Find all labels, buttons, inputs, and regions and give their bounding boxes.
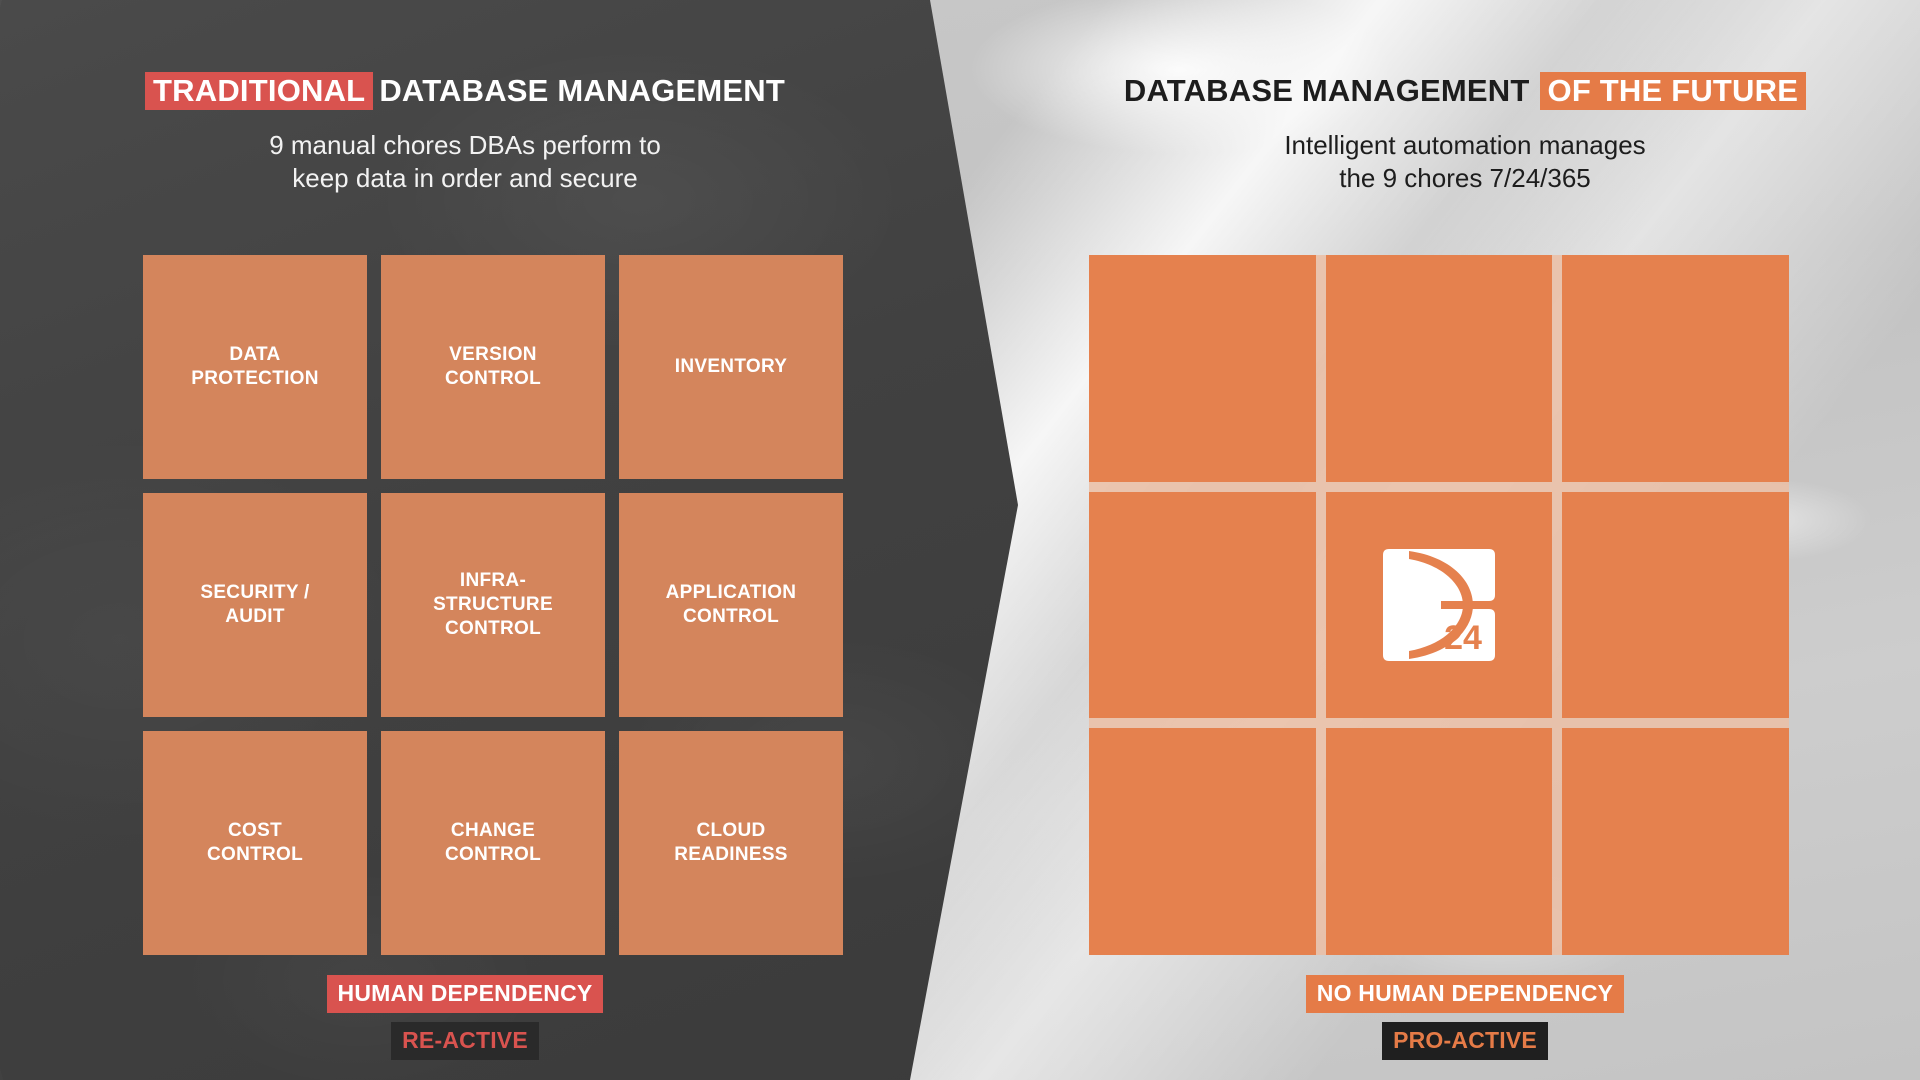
traditional-title-highlight: TRADITIONAL (145, 72, 374, 110)
chore-tile[interactable]: VERSION CONTROL (381, 255, 605, 479)
traditional-subtitle: 9 manual chores DBAs perform to keep dat… (0, 129, 930, 196)
chore-tile-line: CLOUD (696, 820, 766, 842)
future-title-rest: DATABASE MANAGEMENT (1123, 73, 1530, 108)
chore-tile-line: STRUCTURE (433, 594, 553, 616)
automation-tile[interactable] (1089, 491, 1316, 719)
re-active-badge: RE-ACTIVE (391, 1022, 539, 1060)
automation-tile[interactable] (1562, 255, 1789, 482)
human-dependency-badge: HUMAN DEPENDENCY (326, 975, 604, 1013)
chore-tile-line: SECURITY / (200, 582, 310, 604)
chore-tile[interactable]: COST CONTROL (143, 731, 367, 955)
future-automation-grid: 24 (1089, 255, 1789, 955)
chore-tile[interactable]: INFRA- STRUCTURE CONTROL (381, 493, 605, 717)
chore-tile-line: INFRA- (459, 570, 527, 592)
future-heading-block: DATABASE MANAGEMENT OF THE FUTURE Intelli… (1010, 72, 1920, 196)
chore-tile-line: INVENTORY (674, 356, 788, 378)
chore-tile[interactable]: APPLICATION CONTROL (619, 493, 843, 717)
future-subtitle: Intelligent automation manages the 9 cho… (1010, 129, 1920, 196)
traditional-chores-grid: DATA PROTECTION VERSION CONTROL INVENTOR… (143, 255, 843, 955)
future-subtitle-line2: the 9 chores 7/24/365 (1339, 163, 1591, 194)
automation-tile-center[interactable] (1325, 491, 1553, 719)
chore-tile-line: APPLICATION (665, 582, 797, 604)
chore-tile-line: READINESS (674, 844, 788, 865)
no-human-dependency-badge: NO HUMAN DEPENDENCY (1305, 975, 1625, 1013)
chore-tile-line: AUDIT (225, 606, 285, 627)
chore-tile-line: CONTROL (444, 844, 542, 865)
chore-tile-line: VERSION (449, 344, 537, 366)
chore-tile[interactable]: DATA PROTECTION (143, 255, 367, 479)
future-title: DATABASE MANAGEMENT OF THE FUTURE (1010, 72, 1920, 110)
chore-tile-line: CONTROL (444, 617, 542, 639)
chore-tile-line: CONTROL (206, 844, 304, 865)
future-title-highlight: OF THE FUTURE (1539, 72, 1807, 110)
chore-tile[interactable]: SECURITY / AUDIT (143, 493, 367, 717)
traditional-title-rest: DATABASE MANAGEMENT (379, 73, 785, 108)
chore-tile[interactable]: CHANGE CONTROL (381, 731, 605, 955)
future-subtitle-line1: Intelligent automation manages (1284, 130, 1646, 160)
chore-tile[interactable]: INVENTORY (619, 255, 843, 479)
pro-active-badge: PRO-ACTIVE (1382, 1022, 1548, 1060)
chore-tile[interactable]: CLOUD READINESS (619, 731, 843, 955)
future-badges: NO HUMAN DEPENDENCY PRO-ACTIVE (1010, 975, 1920, 1060)
automation-tile[interactable] (1089, 728, 1316, 955)
chore-tile-line: CHANGE (450, 820, 536, 842)
chore-tile-line: CONTROL (682, 606, 780, 627)
chore-tile-line: PROTECTION (191, 368, 319, 389)
automation-tile[interactable] (1325, 728, 1553, 955)
traditional-badges: HUMAN DEPENDENCY RE-ACTIVE (0, 975, 930, 1060)
traditional-subtitle-line1: 9 manual chores DBAs perform to (269, 130, 661, 160)
chore-tile-line: DATA (229, 344, 281, 366)
chore-tile-line: CONTROL (444, 368, 542, 389)
chore-tile-line: COST (228, 820, 282, 842)
automation-tile[interactable] (1089, 255, 1316, 482)
automation-tile[interactable] (1562, 728, 1789, 955)
automation-tile[interactable] (1325, 255, 1553, 482)
traditional-subtitle-line2: keep data in order and secure (292, 163, 638, 194)
automation-tile[interactable] (1562, 491, 1789, 719)
